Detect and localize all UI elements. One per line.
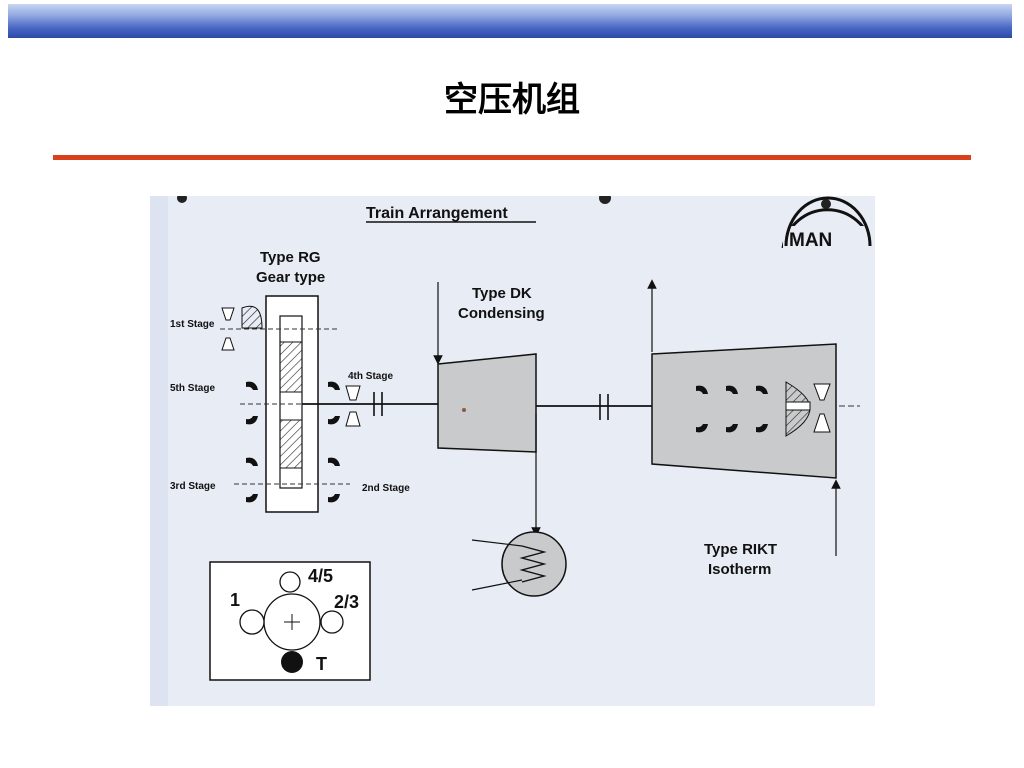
legend-label-2-3: 2/3 — [334, 592, 359, 612]
legend-label-4-5: 4/5 — [308, 566, 333, 586]
stage-label-3rd: 3rd Stage — [170, 481, 216, 492]
stage-label-4th: 4th Stage — [348, 371, 393, 382]
stage-label-2nd: 2nd Stage — [362, 483, 410, 494]
slide-title: 空压机组 — [444, 80, 580, 120]
header-bar — [8, 4, 1012, 38]
isotherm-compressor-label: Type RIKT — [704, 541, 777, 558]
stage-3-2-impellers — [246, 457, 340, 503]
legend-label-1: 1 — [230, 590, 240, 610]
stage-label-1st: 1st Stage — [170, 319, 215, 330]
condenser — [471, 531, 567, 597]
stage-4-nozzle — [345, 385, 361, 427]
condensing-turbine — [437, 353, 537, 453]
gear-type-sublabel: Gear type — [256, 269, 325, 286]
isotherm-compressor — [651, 343, 837, 479]
condensing-turbine-sublabel: Condensing — [458, 305, 545, 322]
isotherm-compressor-sublabel: Isotherm — [708, 561, 771, 578]
stage-5-impellers — [246, 381, 340, 425]
stage-label-5th: 5th Stage — [170, 383, 215, 394]
man-logo: MAN — [781, 196, 875, 251]
bearing-layout-legend: 4/5 1 2/3 T — [209, 561, 371, 681]
man-logo-text: MAN — [789, 230, 832, 251]
train-arrangement-diagram: Train Arrangement MAN Type RG Gear type … — [150, 196, 875, 706]
title-rule — [53, 155, 971, 160]
diagram-heading: Train Arrangement — [366, 205, 508, 222]
condensing-turbine-label: Type DK — [472, 285, 532, 302]
gear-type-label: Type RG — [260, 249, 321, 266]
legend-label-t: T — [316, 654, 327, 674]
stage-1-impeller — [221, 305, 263, 351]
